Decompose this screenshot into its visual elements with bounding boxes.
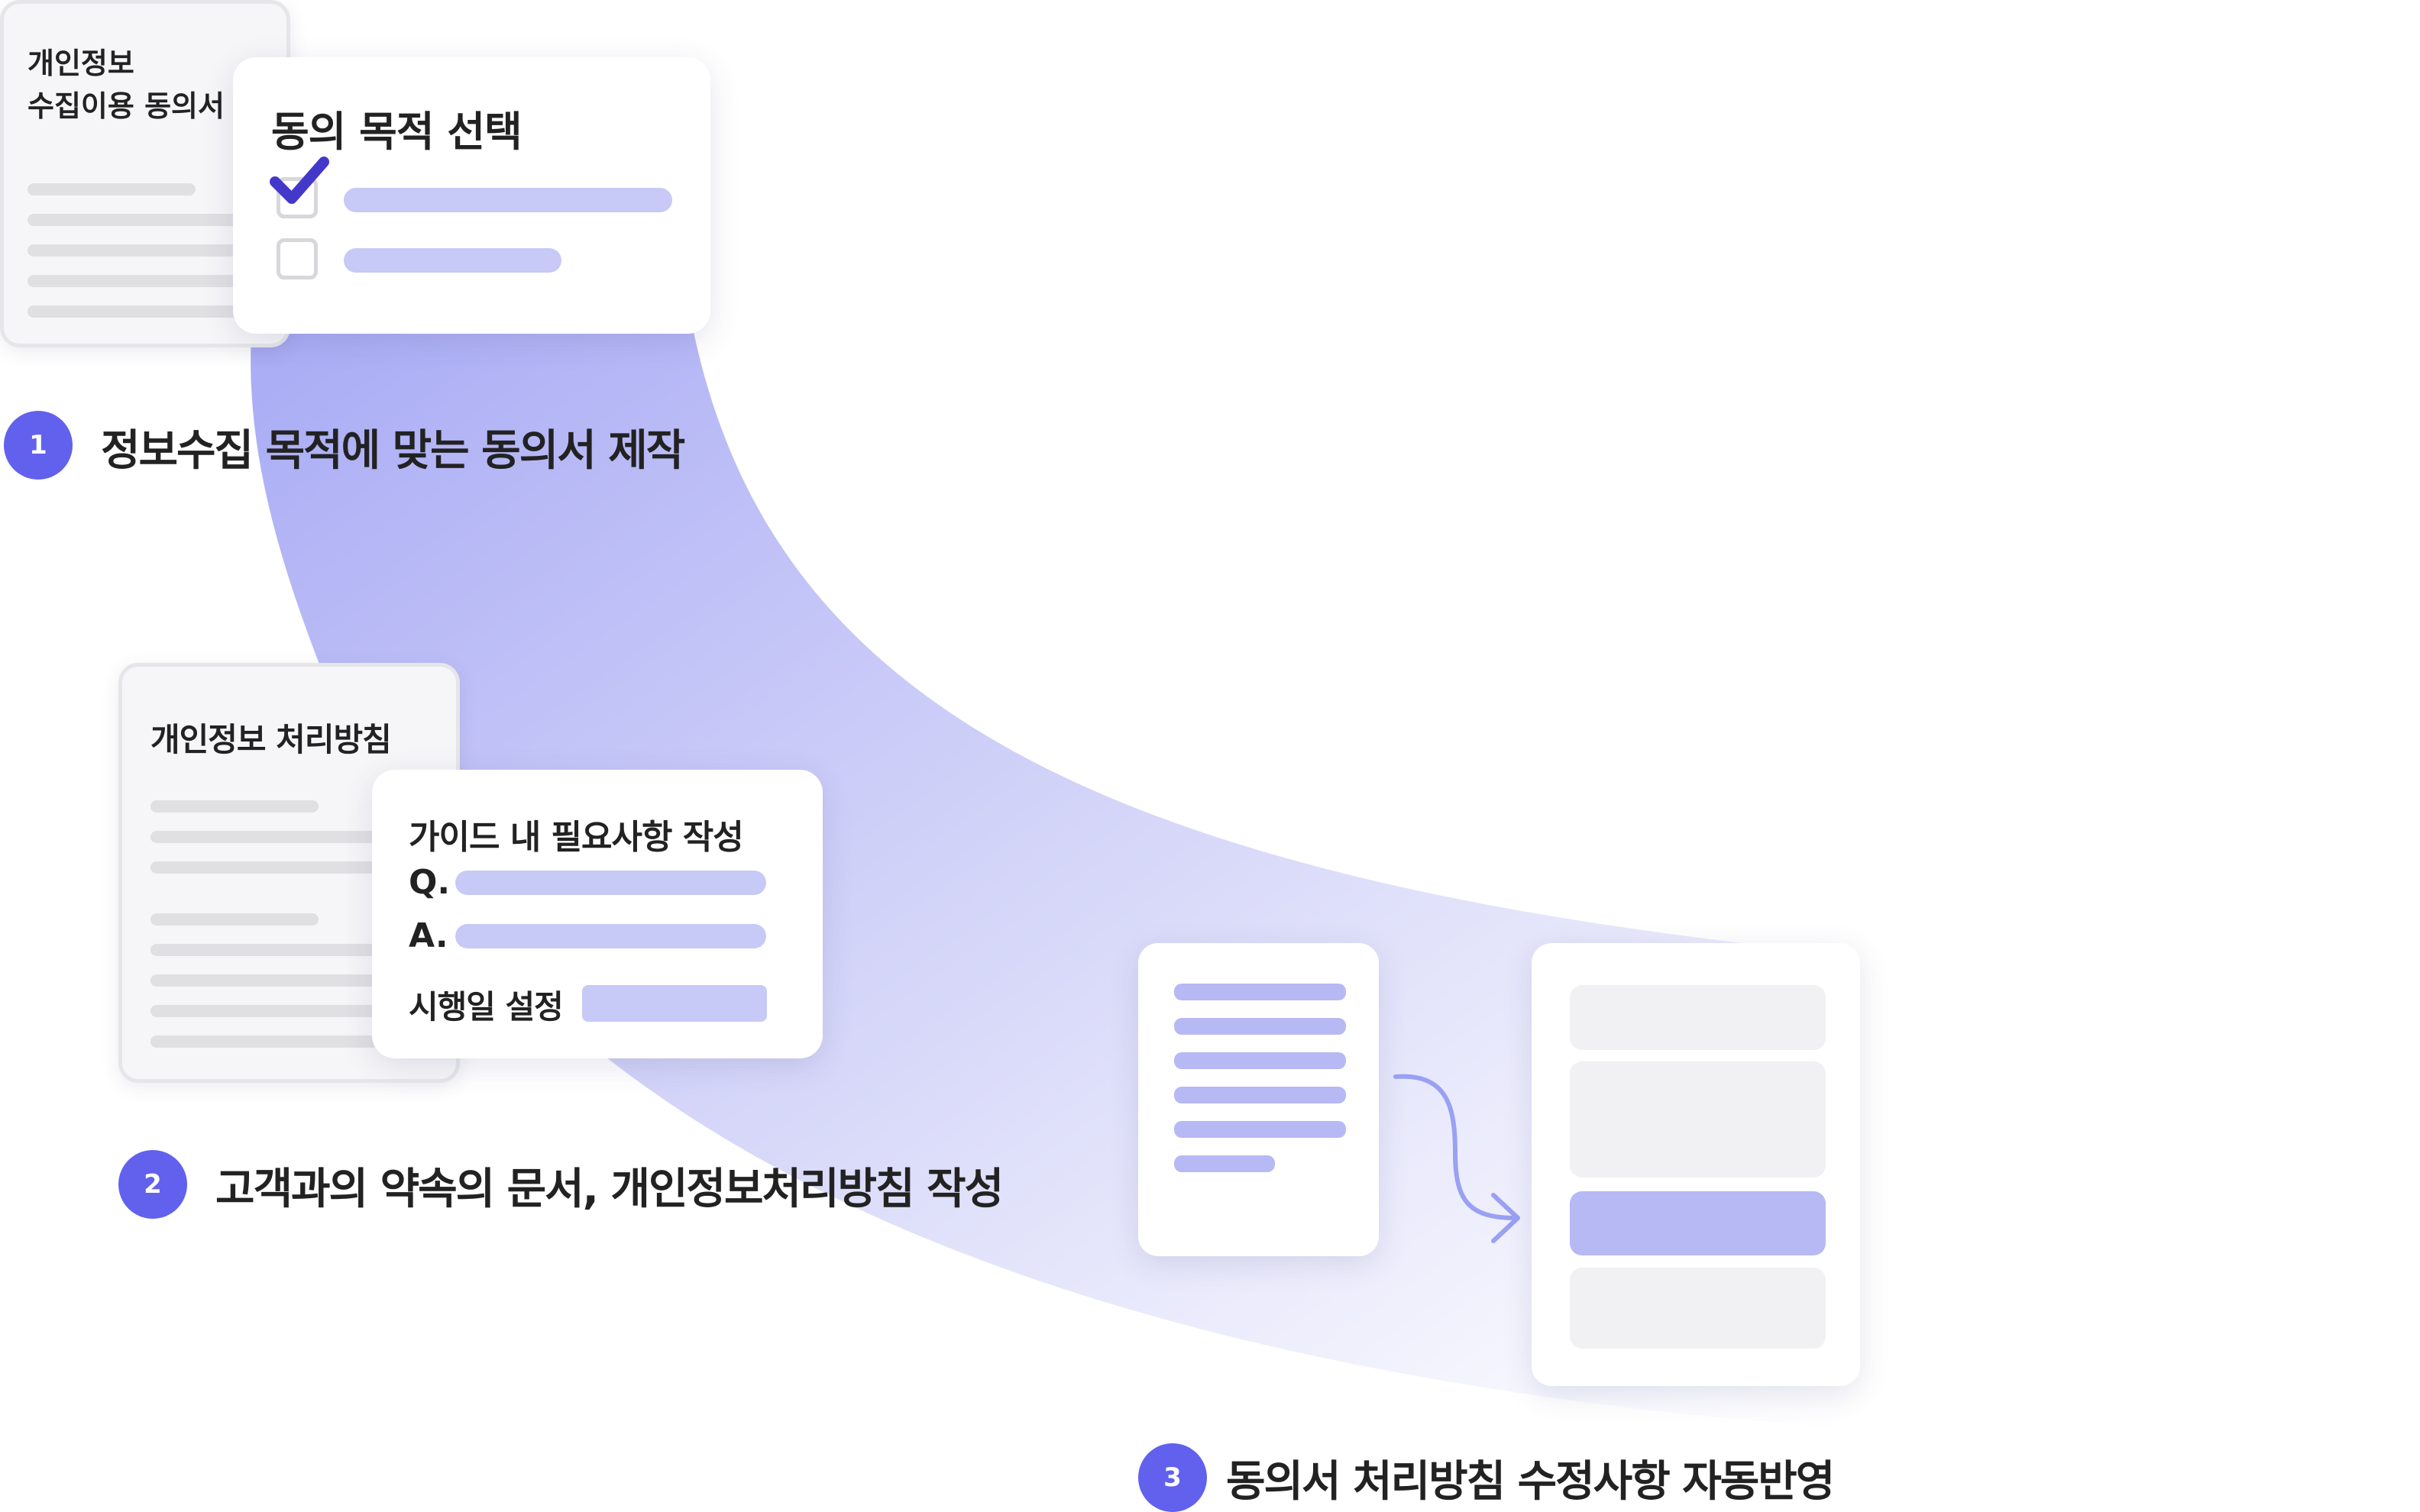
target-section-box — [1570, 1061, 1826, 1178]
step-1-badge: 1 — [4, 411, 73, 480]
doc-text-line — [150, 913, 319, 926]
answer-label: A. — [409, 916, 448, 955]
doc-text-line — [150, 861, 380, 874]
privacy-policy-doc-title: 개인정보 처리방침 — [150, 721, 392, 758]
doc-text-line — [150, 1035, 380, 1048]
source-doc-line — [1174, 984, 1346, 1000]
doc-text-line — [150, 831, 380, 843]
doc-text-line — [150, 974, 380, 987]
step-2-badge: 2 — [118, 1150, 187, 1219]
step-2-label: 고객과의 약속의 문서, 개인정보처리방침 작성 — [215, 1165, 1004, 1214]
purpose-option-1-bar — [344, 188, 672, 212]
source-doc-line — [1174, 1052, 1346, 1069]
doc-text-line — [28, 305, 249, 318]
source-doc-line — [1174, 1018, 1346, 1035]
consent-purpose-title: 동의 목적 선택 — [271, 108, 522, 156]
target-section-box — [1570, 1268, 1826, 1349]
purpose-checkbox-2[interactable] — [277, 238, 318, 279]
question-label: Q. — [409, 863, 451, 902]
source-doc-line — [1174, 1121, 1346, 1138]
step-3-label: 동의서 처리방침 수정사항 자동반영 — [1226, 1457, 1835, 1507]
doc-text-line — [150, 800, 319, 813]
doc-text-line — [28, 275, 249, 287]
doc-text-line — [28, 183, 196, 195]
checkmark-icon — [270, 157, 329, 204]
doc-text-line — [150, 944, 380, 956]
guide-card-title: 가이드 내 필요사항 작성 — [409, 818, 744, 857]
curved-arrow-icon — [1393, 1074, 1520, 1243]
target-section-box-highlighted — [1570, 1191, 1826, 1255]
doc-text-line — [28, 244, 249, 257]
consent-doc-title-line2: 수집이용 동의서 — [28, 89, 225, 123]
answer-input-bar[interactable] — [455, 924, 766, 948]
target-section-box — [1570, 985, 1826, 1050]
doc-text-line — [150, 1005, 380, 1017]
consent-doc-title-line1: 개인정보 — [28, 47, 134, 80]
step-1-label: 정보수집 목적에 맞는 동의서 제작 — [101, 426, 685, 476]
doc-text-line — [28, 214, 249, 226]
source-doc-line — [1174, 1087, 1346, 1103]
step-3-badge: 3 — [1138, 1443, 1207, 1512]
effective-date-label: 시행일 설정 — [409, 988, 564, 1026]
purpose-option-2-bar — [344, 248, 561, 273]
source-doc-line — [1174, 1155, 1275, 1172]
question-input-bar[interactable] — [455, 871, 766, 895]
effective-date-input-bar[interactable] — [582, 985, 767, 1022]
